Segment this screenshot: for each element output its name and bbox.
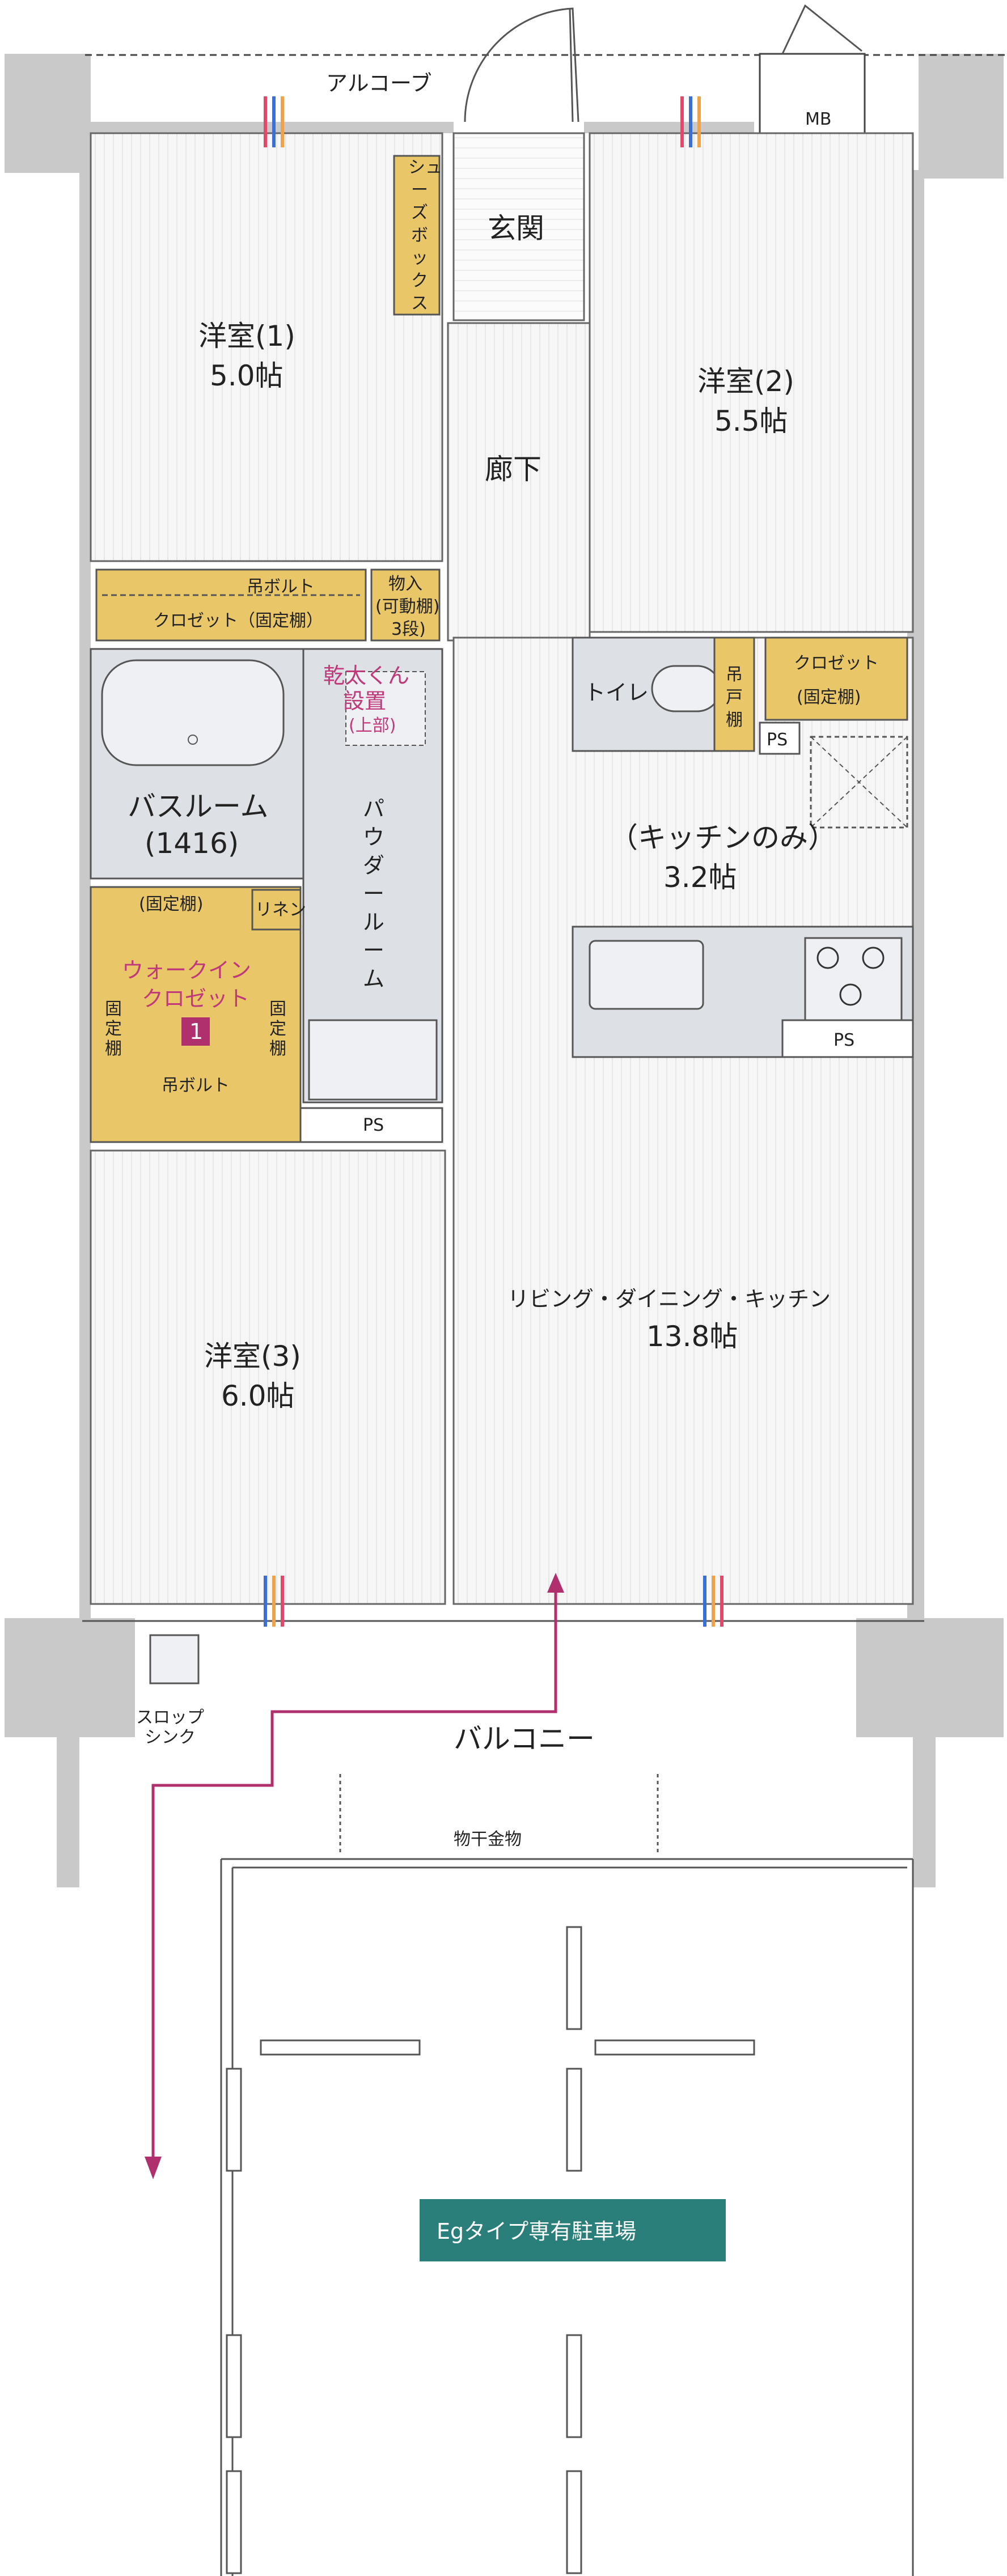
storage-box bbox=[370, 568, 441, 642]
parking-label: Egタイプ専有駐車場 bbox=[437, 2219, 636, 2244]
closet-room1 bbox=[95, 568, 367, 642]
balcony-area bbox=[82, 1620, 924, 2576]
room3-name: 洋室(3) bbox=[204, 1340, 301, 1373]
powder-room-char-3: ダ bbox=[363, 853, 384, 878]
linen-label: リネン bbox=[255, 900, 306, 920]
powder-room-char-7: ム bbox=[363, 966, 384, 991]
ps-box-left bbox=[299, 1107, 443, 1143]
ps-box-right-small bbox=[759, 722, 801, 755]
laundry-rod-label: 物干金物 bbox=[454, 1830, 522, 1849]
route-arrow bbox=[145, 1573, 564, 2179]
alcove-label: アルコーブ bbox=[326, 71, 432, 96]
powder-room bbox=[302, 648, 443, 1104]
bathroom bbox=[90, 648, 304, 880]
entry-door[interactable] bbox=[464, 7, 579, 122]
toilet-room bbox=[572, 636, 755, 752]
wic-label-2: クロゼット bbox=[142, 986, 249, 1011]
shoe-box-label-4: ボ bbox=[411, 226, 428, 245]
room2-size: 5.5帖 bbox=[714, 405, 788, 438]
corridor-label: 廊下 bbox=[485, 453, 541, 486]
ps-label-kitchen: PS bbox=[833, 1030, 854, 1050]
shoe-box bbox=[393, 155, 441, 316]
shoe-box-label-7: ス bbox=[411, 294, 428, 313]
wic-fixed-shelf: (固定棚) bbox=[139, 894, 203, 914]
wic-right-shelf-2: 定 bbox=[269, 1019, 286, 1039]
kitchen-size: 3.2帖 bbox=[663, 861, 737, 894]
ldk-floor bbox=[452, 636, 914, 1605]
corridor-floor bbox=[447, 322, 591, 642]
toilet-label: トイレ bbox=[584, 680, 649, 705]
bathroom-label: バスルーム bbox=[128, 790, 269, 823]
wic-left-shelf-1: 固 bbox=[105, 999, 122, 1019]
ps-label-left: PS bbox=[363, 1115, 384, 1135]
structure-walls bbox=[5, 53, 1007, 1887]
room1-name: 洋室(1) bbox=[198, 320, 295, 353]
closet-room1-label: クロゼット（固定棚） bbox=[153, 611, 323, 631]
powder-room-char-5: ル bbox=[363, 910, 384, 935]
wic-badge: 1 bbox=[189, 1019, 203, 1044]
vent-markers bbox=[264, 96, 723, 1627]
room-2-floor bbox=[589, 132, 914, 633]
dryer-label-2: 設置 bbox=[343, 689, 386, 714]
powder-room-char-2: ウ bbox=[363, 825, 384, 850]
closet-right-label-1: クロゼット bbox=[794, 653, 879, 673]
wic-right-shelf-1: 固 bbox=[269, 999, 286, 1019]
dryer-label-1: 乾太くん bbox=[323, 663, 409, 688]
wic-hanging-bolt: 吊ボルト bbox=[162, 1076, 230, 1096]
toilet-shelf-2: 戸 bbox=[726, 688, 743, 707]
powder-room-char-4: ー bbox=[363, 881, 384, 906]
slop-sink-label-1: スロップ bbox=[136, 1708, 204, 1728]
shoe-box-label-1: シュ bbox=[408, 158, 442, 177]
wic-right-shelf-3: 棚 bbox=[269, 1039, 286, 1059]
shoe-box-label-6: ク bbox=[411, 271, 428, 291]
room-1-floor bbox=[90, 132, 443, 562]
parking-lines bbox=[226, 1926, 755, 2574]
shoe-box-label-5: ッ bbox=[411, 248, 428, 268]
walk-in-closet bbox=[90, 886, 302, 1143]
wic-left-shelf-3: 棚 bbox=[105, 1039, 122, 1059]
entrance-floor bbox=[452, 132, 585, 321]
storage-label-2: (可動棚) bbox=[375, 597, 439, 617]
balcony-label: バルコニー bbox=[454, 1722, 595, 1755]
closet-right bbox=[764, 636, 908, 721]
wic-label-1: ウォークイン bbox=[122, 958, 251, 983]
closet-right-label-2: (固定棚) bbox=[797, 688, 861, 707]
storage-label-3: 3段) bbox=[391, 619, 426, 639]
slop-sink-label-2: シンク bbox=[145, 1728, 196, 1747]
room1-size: 5.0帖 bbox=[210, 359, 284, 392]
shoe-box-label-3: ズ bbox=[411, 203, 428, 223]
bathroom-size: (1416) bbox=[145, 827, 239, 860]
ldk-size: 13.8帖 bbox=[646, 1320, 738, 1353]
dryer-label-3: (上部) bbox=[349, 716, 396, 736]
ldk-label: リビング・ダイニング・キッチン bbox=[507, 1287, 831, 1312]
hanging-bolt-label: 吊ボルト bbox=[247, 577, 315, 597]
powder-room-char-1: パ bbox=[363, 796, 384, 821]
powder-room-char-6: ー bbox=[363, 938, 384, 963]
entrance-label: 玄関 bbox=[488, 212, 544, 245]
fridge-space bbox=[810, 736, 908, 829]
wic-left-shelf-2: 定 bbox=[105, 1019, 122, 1039]
kitchen-label: （キッチンのみ） bbox=[610, 821, 836, 854]
parking-badge: Egタイプ専有駐車場 bbox=[420, 2199, 726, 2261]
mb-label: MB bbox=[805, 109, 831, 129]
room3-size: 6.0帖 bbox=[221, 1380, 295, 1412]
room2-name: 洋室(2) bbox=[697, 365, 794, 398]
shoe-box-label-2: ー bbox=[411, 180, 428, 200]
room-3-floor bbox=[90, 1149, 446, 1605]
storage-label-1: 物入 bbox=[388, 574, 422, 594]
ps-box-kitchen bbox=[781, 1019, 914, 1058]
ps-label-small: PS bbox=[767, 730, 788, 750]
toilet-shelf-1: 吊 bbox=[726, 665, 743, 685]
toilet-shelf-3: 棚 bbox=[726, 710, 743, 730]
mb-door bbox=[781, 4, 862, 54]
